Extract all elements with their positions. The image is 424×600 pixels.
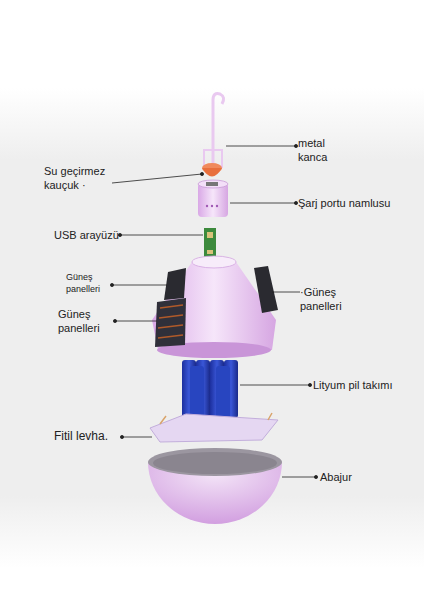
usb-board-chip <box>207 232 213 238</box>
part-label: Su geçirmez kauçuk · <box>44 164 116 193</box>
part-label: Güneş panelleri <box>66 272 110 295</box>
part-label: USB arayüzü <box>54 228 134 242</box>
part-label: Şarj portu namlusu <box>298 196 418 210</box>
solar-panel <box>155 298 186 347</box>
leader-dot <box>200 172 203 175</box>
leader-dot <box>294 201 297 204</box>
solar-panel <box>164 268 186 300</box>
leader-line <box>112 174 202 183</box>
leader-dot <box>294 144 297 147</box>
leader-line <box>226 146 296 147</box>
lamp-shade-inner <box>153 452 277 474</box>
background-band <box>0 88 424 568</box>
leader-dot <box>113 319 116 322</box>
usb-board-chip <box>207 250 213 254</box>
rubber-seal <box>202 168 222 177</box>
leader-dot <box>118 233 121 236</box>
leader-line <box>120 235 203 236</box>
lamp-body-top <box>192 256 236 268</box>
charge-barrel-top <box>198 180 228 188</box>
leader-line <box>282 477 316 478</box>
part-label: Abajur <box>320 470 390 484</box>
leader-line <box>122 437 152 438</box>
wick-plate <box>150 414 278 442</box>
part-label: metal kanca <box>298 136 346 165</box>
lamp-shade-rim <box>148 448 282 476</box>
leader-dot <box>308 383 311 386</box>
solar-panel <box>254 266 278 313</box>
part-label: Güneş panelleri <box>58 307 114 336</box>
part-label: Fitil levha. <box>54 429 134 445</box>
led-dot <box>206 205 208 207</box>
led-dot <box>216 205 218 207</box>
leader-dot <box>120 435 123 438</box>
battery-cell <box>190 366 204 418</box>
battery-cell <box>216 366 230 418</box>
leader-line <box>230 203 296 204</box>
leader-dot <box>314 475 317 478</box>
leader-line <box>112 285 167 286</box>
leader-line <box>240 385 310 386</box>
led-dot <box>211 205 213 207</box>
part-label: Lityum pil takımı <box>313 378 423 392</box>
leader-line <box>272 292 300 293</box>
part-label: ·Güneş panelleri <box>300 285 362 314</box>
leader-line <box>115 321 157 322</box>
wick-plate-leg <box>160 413 272 424</box>
usb-port <box>206 182 218 186</box>
solar-cell-lines <box>158 305 183 338</box>
leader-dot <box>110 283 113 286</box>
